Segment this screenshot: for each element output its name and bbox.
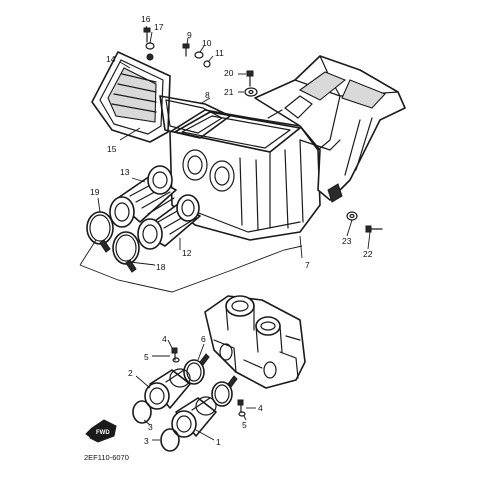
fasteners-lower	[171, 347, 246, 417]
forward-direction-arrow: FWD	[85, 419, 117, 443]
hose-clamps-upper	[86, 211, 140, 273]
callout-leaders	[97, 25, 371, 441]
callout-21: 21	[224, 87, 234, 97]
callout-3-upper: 3	[148, 422, 153, 432]
fwd-label: FWD	[96, 430, 110, 436]
fasteners-upper	[143, 27, 383, 233]
callout-1: 1	[216, 437, 221, 447]
callout-15: 15	[107, 144, 117, 154]
callout-14: 14	[106, 54, 116, 64]
callout-13: 13	[120, 167, 130, 177]
callout-18: 18	[156, 262, 166, 272]
callout-2: 2	[128, 368, 133, 378]
callout-7: 7	[305, 260, 310, 270]
callout-11: 11	[215, 48, 224, 58]
callout-4-upper: 4	[162, 334, 167, 344]
intake-joints	[109, 165, 201, 250]
callout-19: 19	[90, 187, 100, 197]
o-rings	[132, 400, 180, 452]
callout-16: 16	[141, 14, 151, 24]
subassembly-outline	[79, 245, 303, 293]
callout-23: 23	[342, 236, 352, 246]
callout-4-lower: 4	[258, 403, 263, 413]
subassembly-outline-left	[79, 239, 97, 266]
callout-5-lower: 5	[242, 420, 247, 430]
air-box-housing	[169, 55, 406, 241]
callout-3-lower: 3	[144, 436, 149, 446]
callout-20: 20	[224, 68, 234, 78]
callout-12: 12	[182, 248, 192, 258]
filter-case-gasket	[159, 95, 231, 139]
callout-8: 8	[205, 90, 210, 100]
callout-5-upper: 5	[144, 352, 149, 362]
carburetor-assembly	[204, 295, 306, 389]
carburetor-joints	[144, 368, 217, 438]
callout-labels: 16 17 9 10 11 14 15 8 20 21 13 19 12 18 …	[90, 14, 373, 447]
callout-6: 6	[201, 334, 206, 344]
hose-clamps-lower	[183, 353, 238, 407]
callout-10: 10	[202, 38, 212, 48]
callout-17: 17	[154, 22, 164, 32]
diagram-code: 2EF110-6070	[84, 453, 129, 462]
callout-9: 9	[187, 30, 192, 40]
callout-22: 22	[363, 249, 373, 259]
air-filter-element	[91, 51, 171, 143]
